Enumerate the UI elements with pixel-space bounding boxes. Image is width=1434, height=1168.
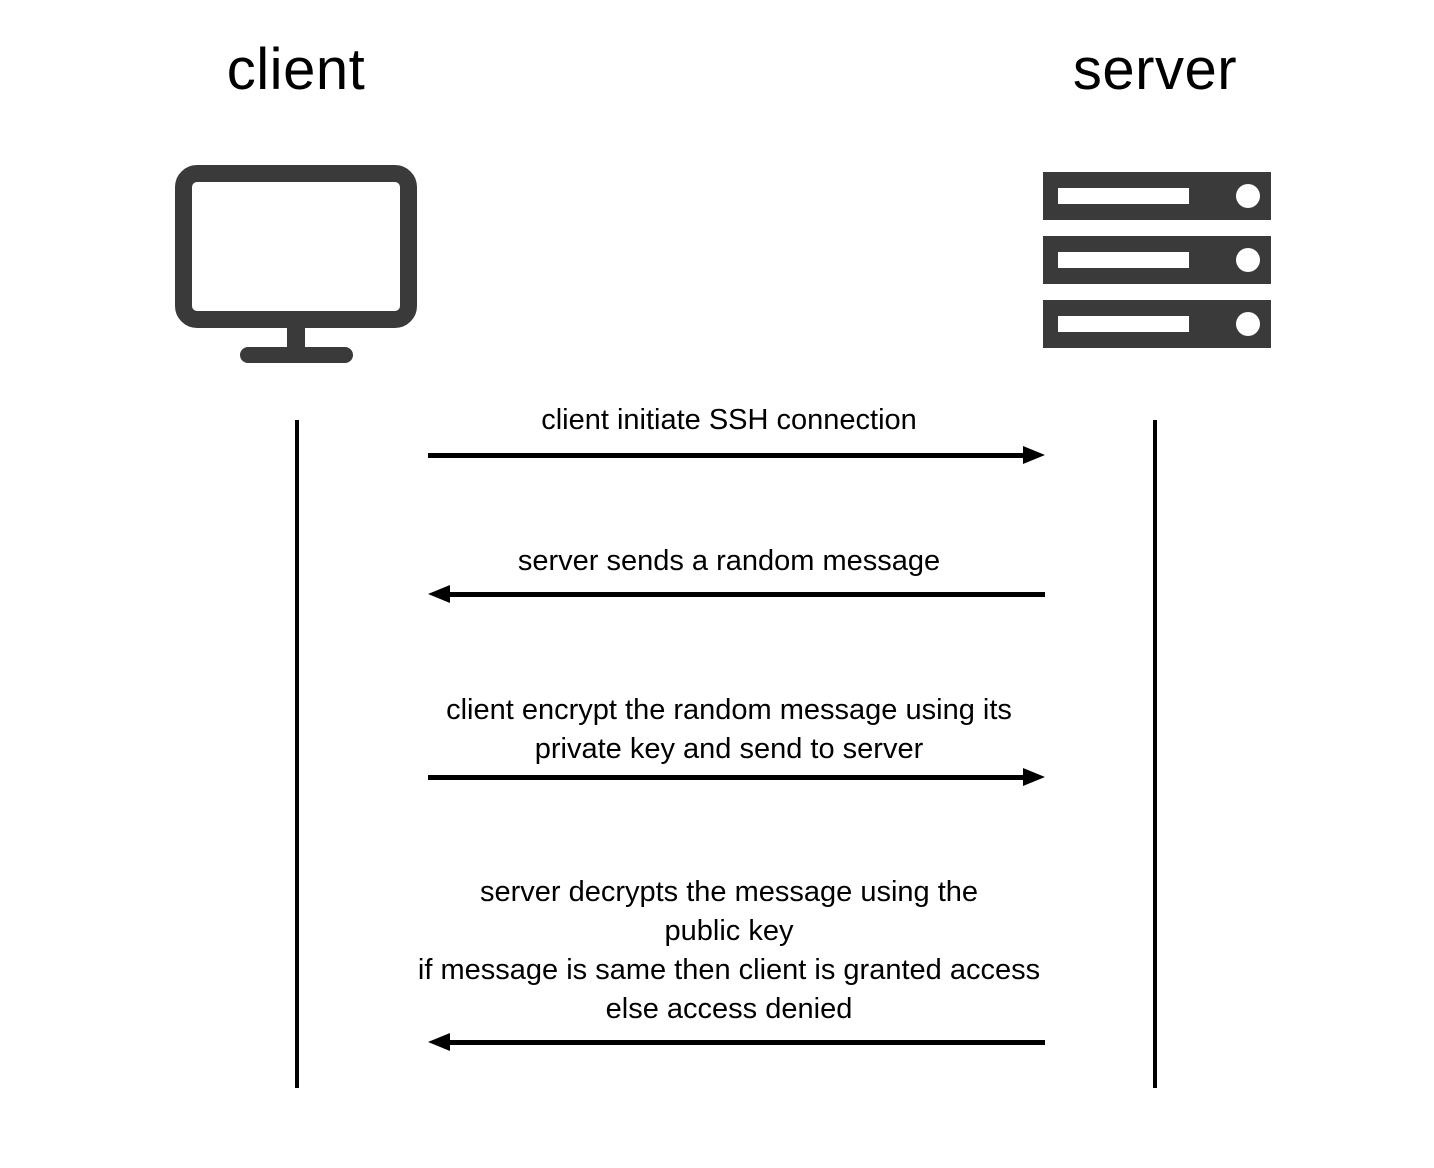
arrowhead-right-icon [1023,768,1045,786]
message-1-arrow-right [428,446,1045,464]
arrow-shaft [428,774,1029,780]
server-lifeline [1153,420,1157,1088]
monitor-stand-base [240,347,353,363]
client-lifeline [295,420,299,1088]
arrowhead-left-icon [428,1033,450,1051]
arrowhead-right-icon [1023,446,1045,464]
message-1-label: client initiate SSH connection [541,404,917,436]
server-rack-unit [1043,300,1271,348]
arrow-shaft [444,1039,1045,1045]
message-4-label: server decrypts the message using the pu… [417,876,1041,1025]
monitor-stand-neck [287,325,305,353]
server-rack-icon [1043,172,1271,348]
monitor-screen [175,165,417,328]
message-2-arrow-left [428,585,1045,603]
message-2-label: server sends a random message [517,545,941,577]
server-drive-slot [1058,316,1189,332]
arrow-shaft [428,452,1029,458]
server-rack-unit [1043,172,1271,220]
message-4-arrow-left [428,1033,1045,1051]
server-led-light [1236,312,1260,336]
arrow-shaft [444,591,1045,597]
server-drive-slot [1058,188,1189,204]
arrowhead-left-icon [428,585,450,603]
server-led-light [1236,248,1260,272]
server-led-light [1236,184,1260,208]
server-actor-label: server [1072,37,1238,102]
message-3-label: client encrypt the random message using … [446,694,1012,765]
client-actor-label: client [226,37,366,102]
message-3-arrow-right [428,768,1045,786]
server-rack-unit [1043,236,1271,284]
server-drive-slot [1058,252,1189,268]
monitor-icon [175,165,417,363]
